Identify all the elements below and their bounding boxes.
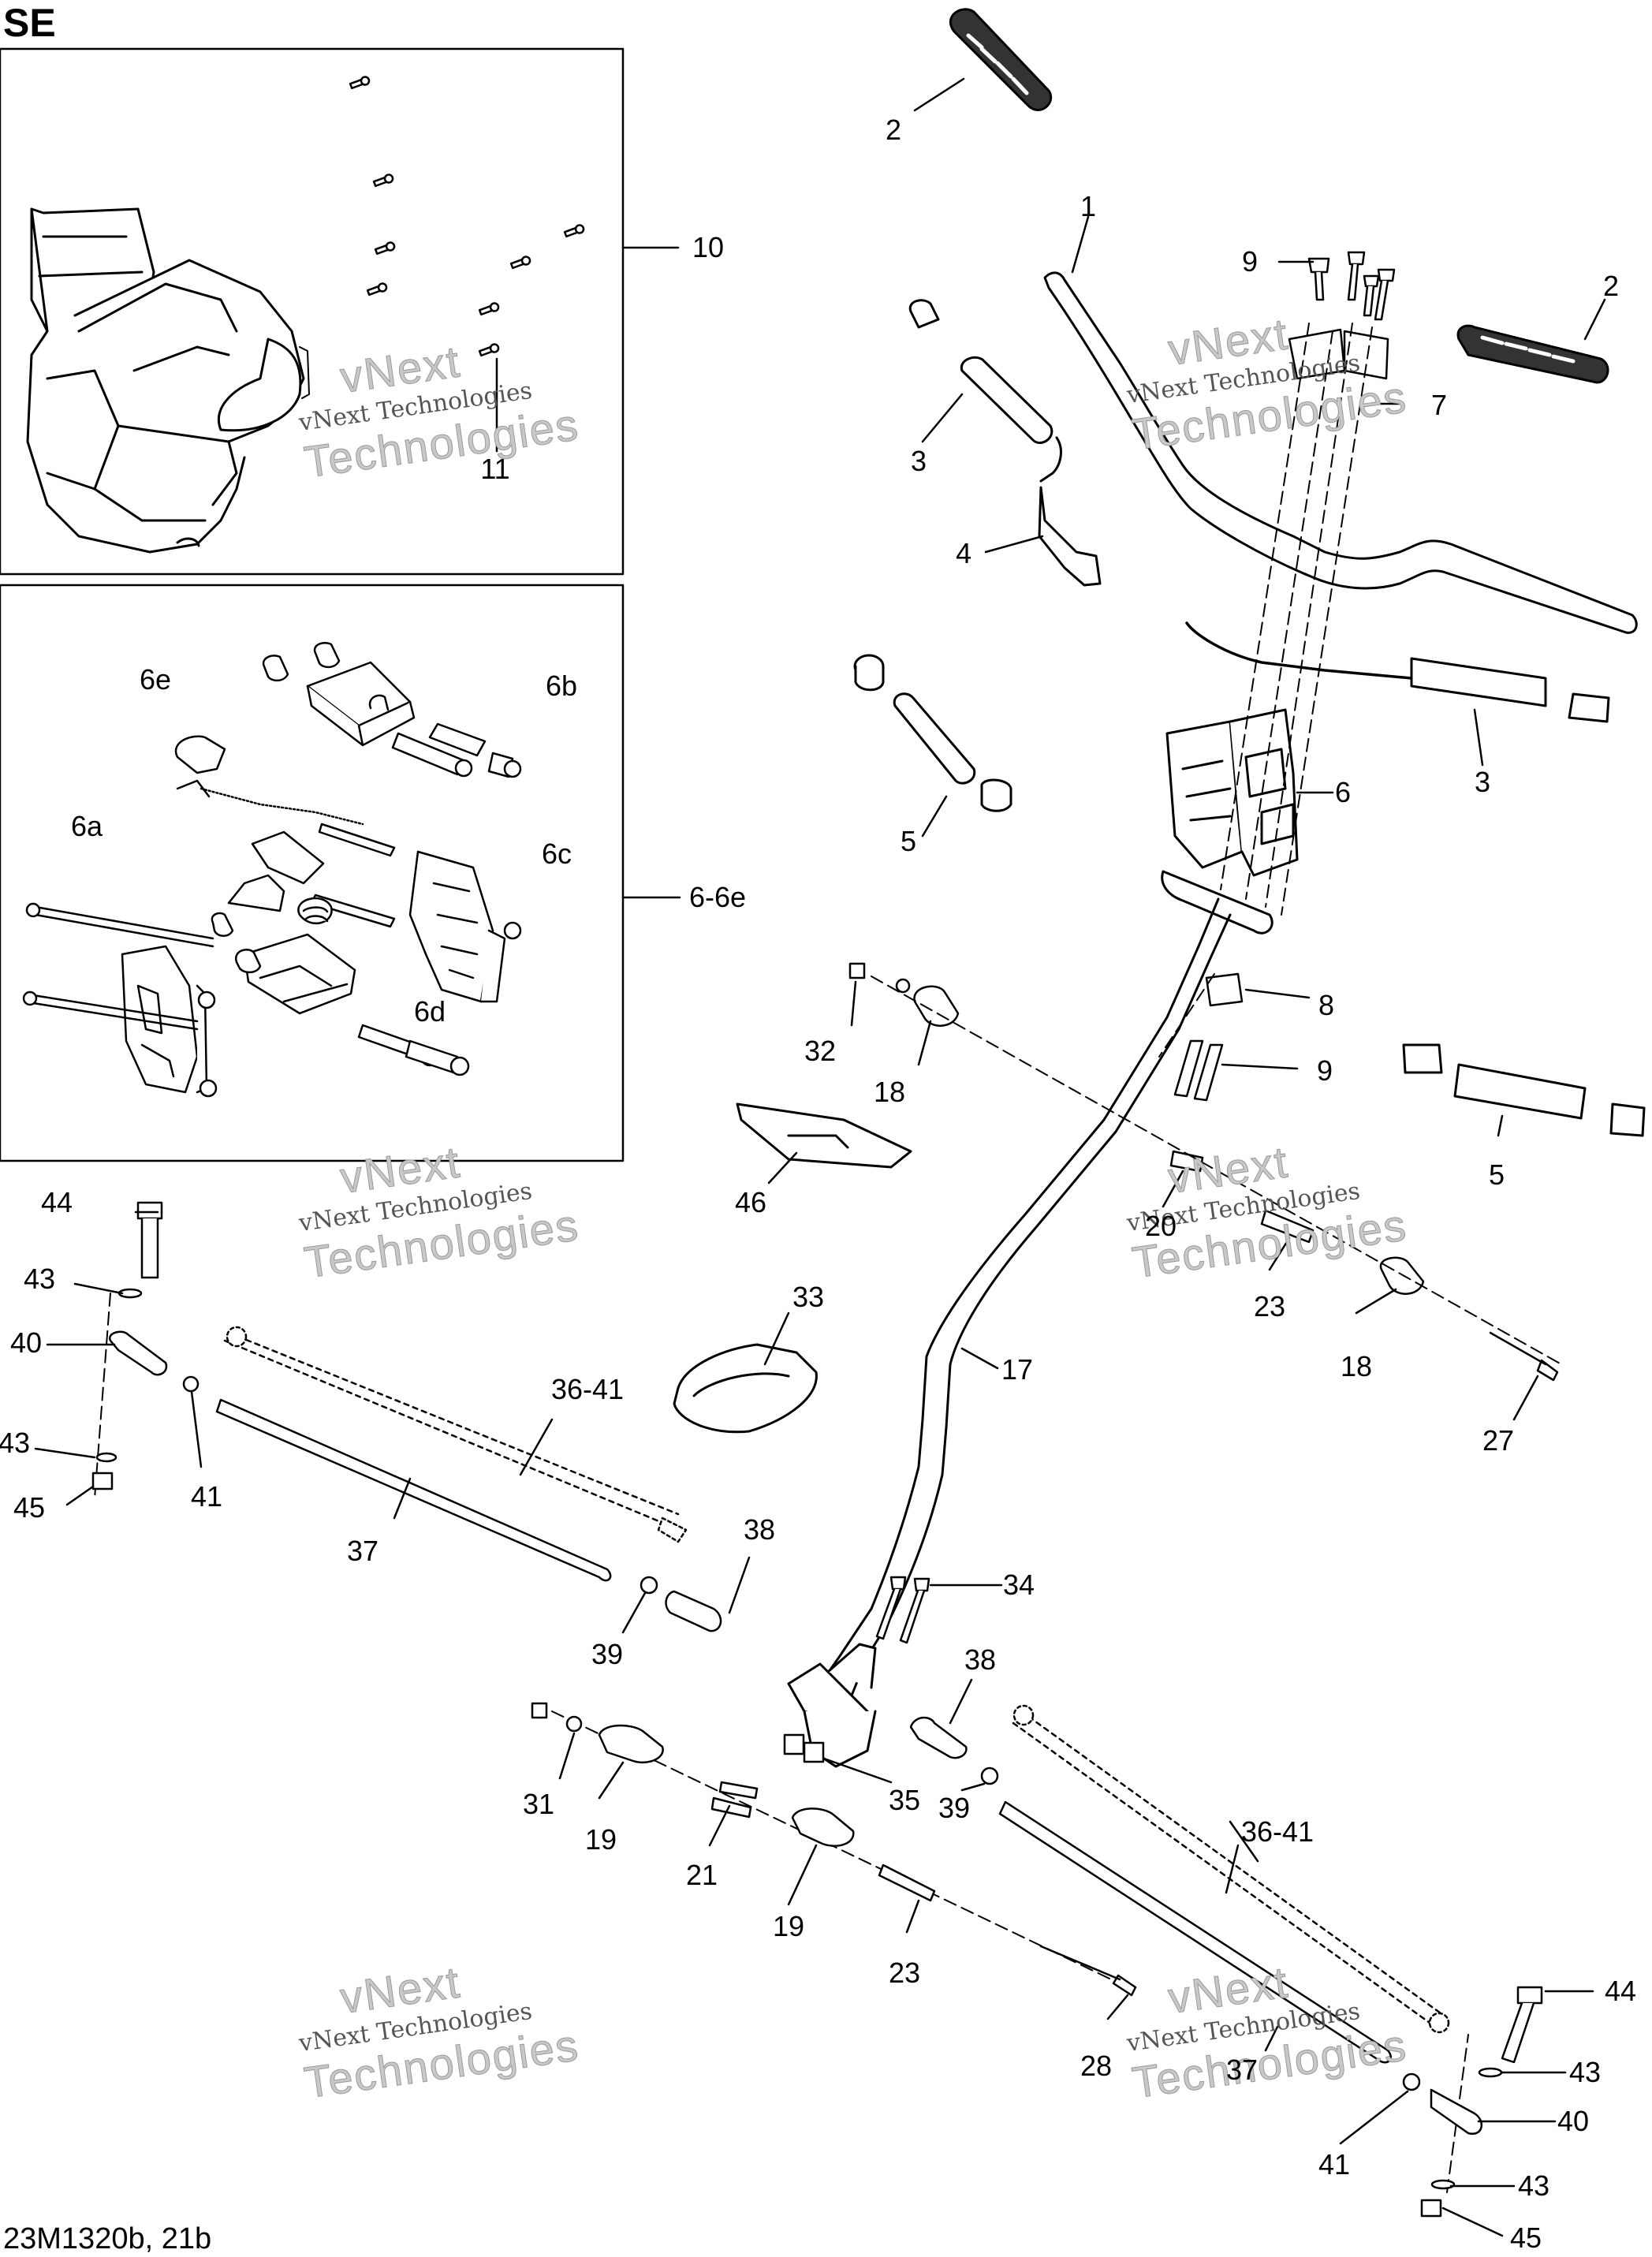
heater-grip-right [1185,621,1610,723]
cover-screws-11 [349,76,585,357]
riser-block [1165,708,1299,877]
bolts-34 [875,1576,930,1644]
assembly-lines [94,323,1562,2193]
grip-top [949,8,1053,111]
callout-leaders [34,77,1606,2237]
leader-lines [495,246,681,899]
clamp-bolts [1288,251,1396,380]
lower-link [531,1702,1137,1997]
steering-column [787,870,1273,1768]
bushings-35 [783,1733,825,1763]
riser-inset-frame [0,584,625,1162]
riser-inset-parts [22,641,522,1098]
bushings-5 [853,654,1646,1137]
cover-and-plate [673,1102,912,1434]
lower-hardware [848,962,1559,1382]
grip-right [1456,324,1609,384]
heater-grip-left [908,299,1102,587]
tie-rod-left [91,1201,722,1632]
cover-inset-frame [0,47,625,576]
handlebar [1043,271,1638,634]
tie-rod-right [909,1704,1543,2218]
instrument-cover [26,207,310,554]
